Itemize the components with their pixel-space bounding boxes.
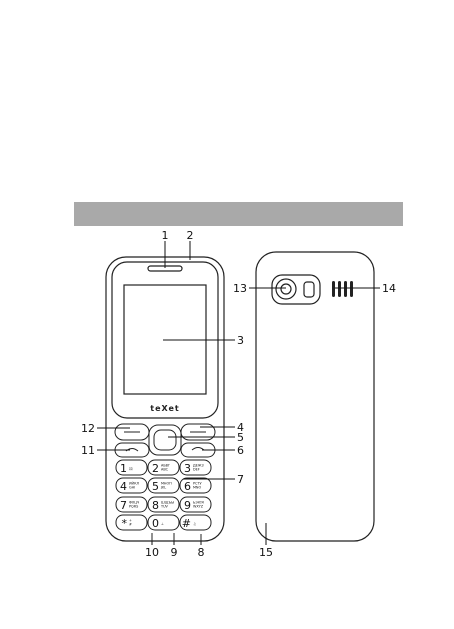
leader-lines bbox=[97, 241, 380, 545]
key-6 bbox=[179, 477, 212, 494]
key-0 bbox=[147, 514, 180, 531]
callout-13: 13 bbox=[233, 282, 247, 295]
key-digit: 5 bbox=[152, 480, 159, 493]
key-digit: 1 bbox=[120, 462, 127, 475]
key-hash bbox=[179, 514, 212, 531]
key-digit: 4 bbox=[120, 480, 127, 493]
key-letters: GHI bbox=[129, 486, 135, 490]
callout-9: 9 bbox=[171, 546, 178, 559]
camera-flash bbox=[303, 281, 315, 298]
key-letters: MNO bbox=[193, 486, 201, 490]
key-7 bbox=[115, 496, 148, 513]
speaker-grill bbox=[332, 281, 353, 297]
speaker-slot bbox=[344, 281, 347, 297]
callout-14: 14 bbox=[382, 282, 396, 295]
key-letters: # bbox=[129, 523, 132, 527]
key-3 bbox=[179, 459, 212, 476]
key-9 bbox=[179, 496, 212, 513]
key-letters: TUV bbox=[160, 505, 169, 509]
key-letters: ﾛﾛ bbox=[129, 467, 133, 471]
key-digit: 9 bbox=[184, 499, 191, 512]
key-letters: JKL bbox=[160, 486, 166, 490]
phone-back bbox=[255, 251, 375, 542]
front-bottom-ports bbox=[151, 533, 202, 541]
key-digit: 0 bbox=[152, 517, 159, 530]
key-letters: МНОП bbox=[161, 482, 172, 486]
key-star bbox=[115, 514, 148, 531]
key-digit: 8 bbox=[152, 499, 159, 512]
key-1 bbox=[115, 459, 148, 476]
key-letters: ИЙКЛ bbox=[129, 481, 139, 486]
callout-11: 11 bbox=[81, 444, 95, 457]
key-letters: ♫ bbox=[193, 522, 196, 526]
camera-lens-outer bbox=[275, 278, 297, 300]
callout-2: 2 bbox=[187, 229, 194, 242]
callout-5: 5 bbox=[237, 431, 244, 444]
callout-8: 8 bbox=[198, 546, 205, 559]
camera-lens-inner bbox=[280, 283, 292, 295]
key-letters: ABC bbox=[161, 468, 169, 472]
key-letters: ДЕЖЗ bbox=[193, 464, 204, 468]
back-body bbox=[255, 251, 375, 542]
key-5 bbox=[147, 477, 180, 494]
key-8 bbox=[147, 496, 180, 513]
key-letters: PQRS bbox=[129, 505, 138, 509]
key-letters: АБВГ bbox=[161, 464, 170, 468]
key-letters: ЬЭЮЯ bbox=[193, 501, 204, 505]
callout-1: 1 bbox=[162, 229, 169, 242]
key-digit: 3 bbox=[184, 462, 191, 475]
nav-key-outer bbox=[148, 424, 182, 456]
callout-4: 4 bbox=[237, 421, 244, 434]
callout-3: 3 bbox=[237, 334, 244, 347]
end-call-icon bbox=[191, 447, 205, 451]
key-letters: ⊥ bbox=[161, 522, 164, 526]
nav-key-inner bbox=[153, 429, 177, 451]
key-2 bbox=[147, 459, 180, 476]
key-digit: * bbox=[122, 517, 128, 530]
callout-6: 6 bbox=[237, 444, 244, 457]
callout-7: 7 bbox=[237, 473, 244, 486]
callout-15: 15 bbox=[259, 546, 273, 559]
brand-logo: teXet bbox=[150, 404, 179, 413]
speaker-slot bbox=[350, 281, 353, 297]
speaker-slot bbox=[338, 281, 341, 297]
function-keys bbox=[114, 423, 216, 458]
key-digit: # bbox=[182, 517, 191, 530]
camera-module bbox=[271, 274, 321, 305]
key-digit: 7 bbox=[120, 499, 127, 512]
key-letters: ШЩЪЫ bbox=[161, 501, 174, 505]
key-letters: ФХЦЧ bbox=[129, 501, 139, 505]
key-4 bbox=[115, 477, 148, 494]
callout-12: 12 bbox=[81, 422, 95, 435]
key-letters: + bbox=[129, 519, 132, 523]
key-digit: 2 bbox=[152, 462, 159, 475]
key-letters: DEF bbox=[193, 468, 200, 472]
speaker-slot bbox=[332, 281, 335, 297]
key-letters: РСТУ bbox=[193, 482, 202, 486]
key-digit: 6 bbox=[184, 480, 191, 493]
callout-10: 10 bbox=[145, 546, 159, 559]
section-header-bar bbox=[74, 202, 403, 226]
key-letters: WXYZ bbox=[193, 505, 204, 509]
